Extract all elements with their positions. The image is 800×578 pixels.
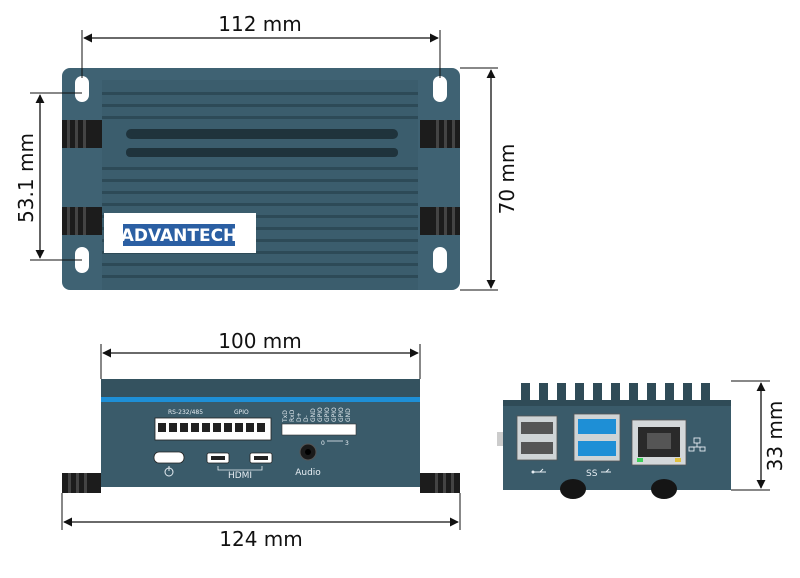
label-rs232: RS-232/485: [168, 409, 203, 416]
network-icon: [688, 437, 706, 452]
gpio-end-label: 3: [345, 440, 349, 447]
pin-label: GPIO: [331, 407, 338, 422]
dimension-label: 33 mm: [763, 401, 787, 472]
dimension-top-height: 70 mm: [460, 67, 519, 291]
rubber-foot: [651, 479, 677, 499]
pin-header[interactable]: [281, 423, 357, 436]
dimension-top-width: 112 mm: [81, 12, 441, 78]
pin-label: GPIO: [324, 407, 331, 422]
usb-c-port[interactable]: [153, 451, 185, 464]
side-view: SS: [497, 383, 731, 499]
pin-label: GPIO: [317, 407, 324, 422]
front-accent-stripe: [101, 397, 420, 402]
front-view: RS-232/485 GPIO TxD RxD D+ D- GND GPIO G…: [62, 379, 460, 493]
mounting-hole-icon: [433, 247, 447, 273]
pin-label: D+: [296, 412, 303, 422]
pin-label: TxD: [282, 410, 289, 423]
front-antenna-connectors: [62, 473, 460, 493]
logo-badge: [123, 224, 235, 246]
gpio-start-label: 0: [321, 440, 325, 447]
dimension-label: 70 mm: [495, 144, 519, 215]
label-hdmi: HDMI: [228, 471, 252, 481]
side-heatsink-fins: [521, 383, 710, 402]
top-view: ADVANTECH: [62, 68, 460, 290]
dimension-label: 112 mm: [218, 12, 302, 36]
usb-icon: [531, 468, 546, 474]
brand-logo: ADVANTECH: [121, 226, 238, 246]
dimension-front-width: 100 mm: [100, 329, 421, 379]
power-icon: [164, 466, 174, 477]
label-ss: SS: [586, 469, 598, 479]
dimension-front-overall: 124 mm: [61, 493, 461, 551]
mounting-hole-icon: [433, 76, 447, 102]
pin-labels: TxD RxD D+ D- GND GPIO GPIO GPIO GPIO GN…: [282, 407, 352, 423]
pin-label: GND: [310, 408, 317, 422]
pin-label: RxD: [289, 409, 296, 422]
front-face: [101, 402, 420, 487]
label-audio: Audio: [295, 468, 321, 478]
heatsink-body: [102, 80, 418, 290]
terminal-screws: [158, 423, 265, 432]
label-gpio: GPIO: [234, 409, 249, 416]
pin-label: GPIO: [338, 407, 345, 422]
usb3-icon: [601, 468, 611, 473]
mounting-hole-icon: [75, 76, 89, 102]
heatsink-fins: [102, 92, 418, 278]
dimension-label: 53.1 mm: [14, 133, 38, 223]
antenna-connectors: [62, 120, 460, 235]
pin-label: D-: [303, 415, 310, 422]
rubber-foot: [560, 479, 586, 499]
dimension-top-hole-spacing: 53.1 mm: [14, 92, 82, 261]
dimension-label: 124 mm: [219, 527, 303, 551]
dimension-label: 100 mm: [218, 329, 302, 353]
dimension-side-height: 33 mm: [731, 380, 787, 491]
pin-label: GND: [345, 408, 352, 422]
